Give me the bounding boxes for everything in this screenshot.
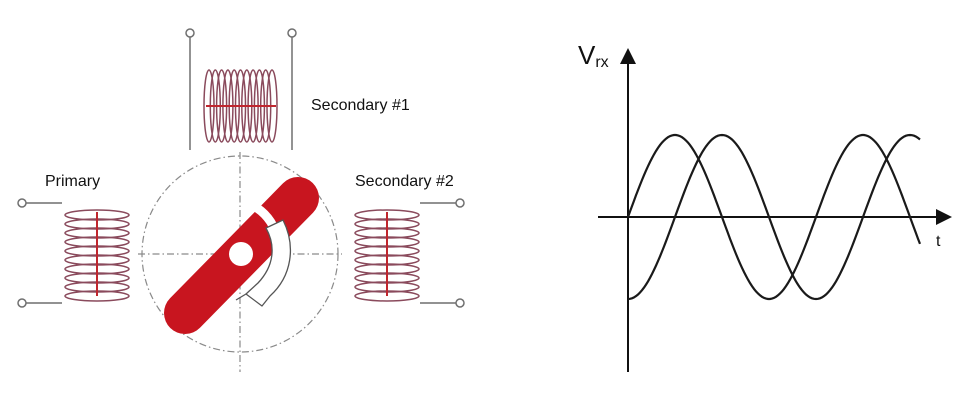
- primary-terminal-bottom: [17, 298, 27, 308]
- rotor-shaft-hole: [229, 242, 253, 266]
- secondary2-coil: [354, 198, 465, 308]
- cosine-curve: [627, 133, 921, 301]
- primary-terminal-top: [17, 198, 27, 208]
- secondary1-coil: [185, 28, 297, 150]
- primary-coil: [17, 198, 130, 308]
- secondary1-terminal-right: [287, 28, 297, 38]
- sine-curve: [626, 133, 922, 301]
- label-primary: Primary: [45, 173, 100, 190]
- rotation-arrow-icon: [245, 219, 292, 307]
- resolver-schematic: Secondary #1 Primary Secondary #2: [17, 28, 465, 372]
- output-waveform-graph: Vrx t: [578, 40, 952, 372]
- secondary2-terminal-bottom: [455, 298, 465, 308]
- x-axis-label: t: [936, 233, 941, 250]
- label-secondary2: Secondary #2: [355, 173, 454, 190]
- secondary1-terminal-left: [185, 28, 195, 38]
- y-axis-label: Vrx: [578, 40, 609, 71]
- label-secondary1: Secondary #1: [311, 97, 410, 114]
- secondary2-terminal-top: [455, 198, 465, 208]
- rotor: [164, 177, 319, 334]
